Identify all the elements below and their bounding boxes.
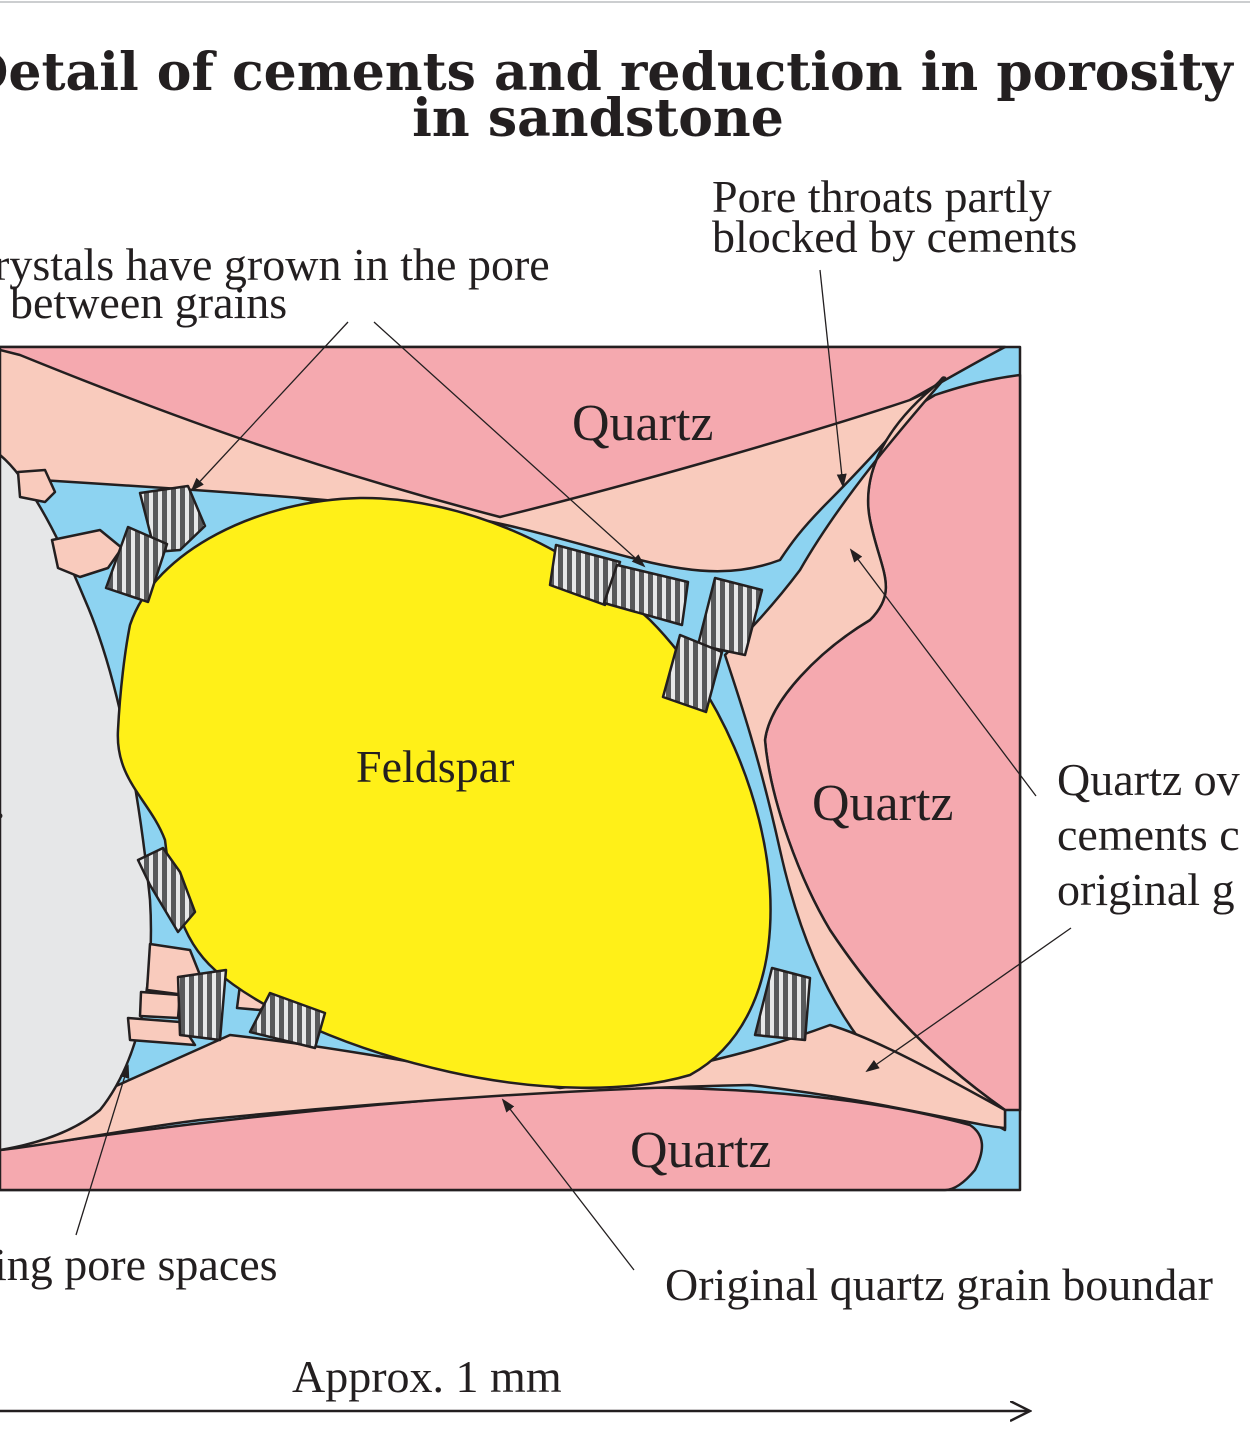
quartz-label-right: Quartz: [812, 775, 953, 832]
quartz-label-top: Quartz: [572, 395, 713, 452]
leader-boundary: [501, 1098, 635, 1271]
overgrowth-annotation-line-2: cements c: [1057, 809, 1240, 860]
crystals-annotation-line-1: rystals have grown in the pore: [0, 239, 550, 290]
leader-overgrowth-lower: [865, 927, 1072, 1073]
clay-cements: [104, 484, 812, 1050]
crystals-annotation-line-2: between grains: [10, 277, 287, 328]
leader-crystals-right: [373, 321, 646, 568]
feldspar-grain: [116, 496, 772, 1089]
pore-throats-annotation-line-2: blocked by cements: [712, 211, 1077, 262]
title-line-2: in sandstone: [412, 88, 784, 149]
boundary-annotation: Original quartz grain boundar: [665, 1259, 1213, 1310]
quartz-grain-bottom: [0, 1086, 984, 1192]
grain-fragment-5: [126, 1016, 197, 1047]
clay-cluster: [176, 968, 228, 1042]
clay-cluster: [661, 633, 724, 714]
clay-cluster: [696, 576, 764, 657]
title-line-1: Detail of cements and reduction in poros…: [0, 42, 1234, 103]
left-grain-label-fragment: .: [0, 777, 6, 828]
clay-cluster: [602, 563, 690, 627]
pore-throats-annotation-line-1: Pore throats partly: [712, 171, 1052, 222]
grain-fragment-4: [138, 990, 182, 1020]
clay-cluster: [548, 543, 622, 607]
leader-pore-spaces: [75, 1064, 130, 1236]
overgrowth-annotation-line-3: original g: [1057, 864, 1235, 915]
scale-label: Approx. 1 mm: [292, 1351, 562, 1402]
quartz-label-bottom: Quartz: [630, 1122, 771, 1179]
grain-fragment-2: [50, 528, 124, 579]
clay-cluster: [753, 966, 812, 1042]
leader-overgrowth-upper: [849, 548, 1037, 797]
clay-cluster: [136, 846, 197, 934]
grain-fragment-1: [16, 468, 57, 504]
clay-cluster: [104, 525, 169, 604]
leader-pore-throats: [819, 269, 847, 488]
overgrowth-annotation-line-1: Quartz ov: [1057, 754, 1240, 805]
clay-cluster: [248, 991, 327, 1050]
feldspar-label: Feldspar: [356, 741, 514, 792]
leader-crystals-left: [190, 321, 349, 492]
pore-spaces-annotation: ing pore spaces: [0, 1239, 278, 1290]
